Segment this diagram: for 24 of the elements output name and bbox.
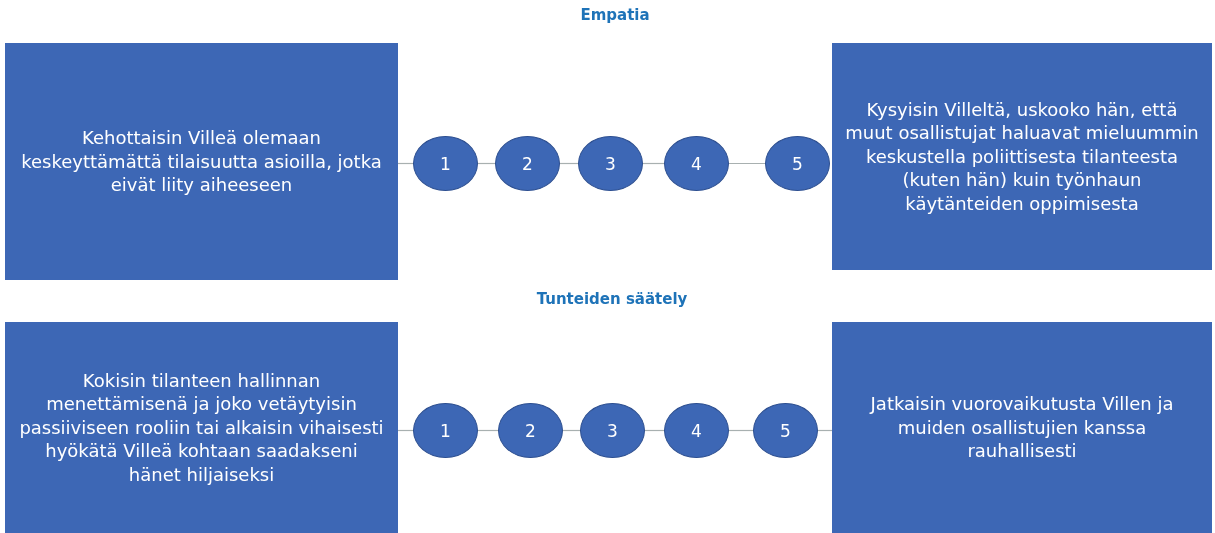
statement-box: Jatkaisin vuorovaikutusta Villen ja muiden osallistujien kanssa rauhallisesti: [832, 322, 1212, 533]
step-circle: 3: [578, 136, 643, 191]
connector-line: [728, 429, 754, 432]
step-circle: 2: [498, 403, 563, 458]
connector-line: [559, 162, 579, 165]
connector-line: [477, 162, 496, 165]
step-circle: 3: [580, 403, 645, 458]
step-circle: 5: [765, 136, 830, 191]
connector-line: [642, 162, 665, 165]
section-heading: Empatia: [580, 6, 650, 24]
statement-box: Kokisin tilanteen hallinnan menettämisenä ja joko vetäytyisin passiiviseen rooliin tai alkaisin vihaisesti hyökätä Villeä kohtaan saadakseni hänet hiljaiseksi: [5, 322, 398, 533]
connector-line: [477, 429, 499, 432]
statement-box: Kysyisin Villeltä, uskooko hän, että muut osallistujat haluavat mieluummin keskustella poliittisesta tilanteesta (kuten hän) kuin työnhaun käytänteiden oppimisesta: [832, 43, 1212, 270]
connector-line: [728, 162, 766, 165]
step-circle: 4: [664, 136, 729, 191]
section-heading: Tunteiden säätely: [536, 290, 688, 308]
step-circle: 5: [753, 403, 818, 458]
step-circle: 1: [413, 403, 478, 458]
connector-line: [562, 429, 581, 432]
step-circle: 2: [495, 136, 560, 191]
step-circle: 4: [664, 403, 729, 458]
step-circle: 1: [413, 136, 478, 191]
connector-line: [644, 429, 665, 432]
statement-box: Kehottaisin Villeä olemaan keskeyttämättä tilaisuutta asioilla, jotka eivät liity aiheeseen: [5, 43, 398, 280]
